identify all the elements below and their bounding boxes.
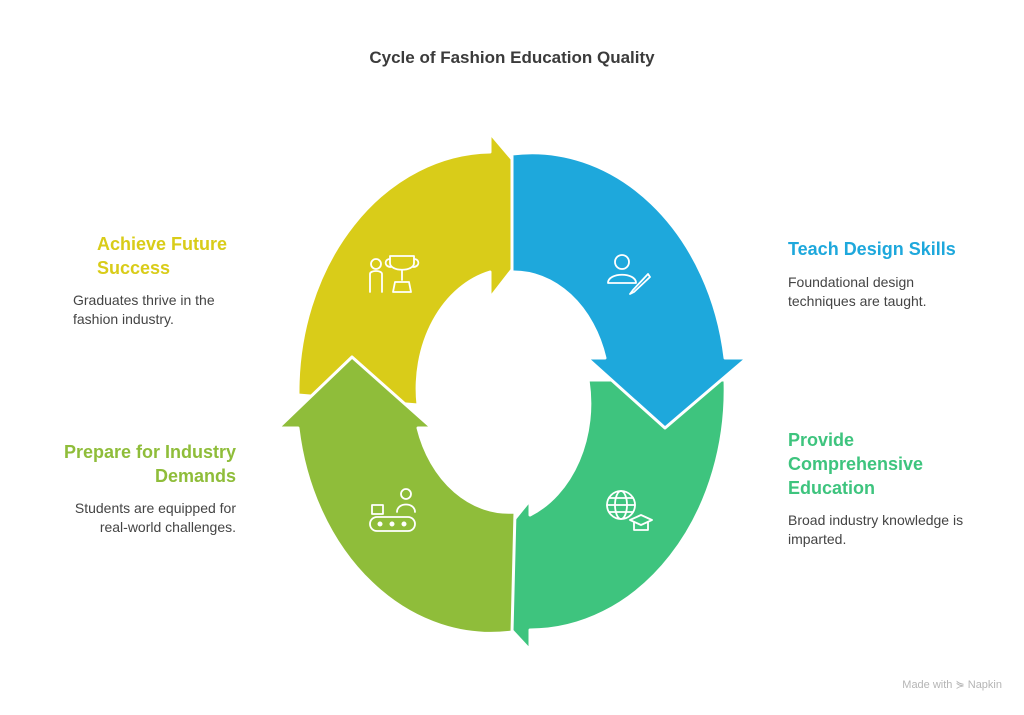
desc-line: Graduates thrive in the [73,292,215,308]
globe-graduation-cap-icon [606,490,653,531]
desc-line: Students are equipped for [74,500,236,516]
label-line: Demands [154,466,236,486]
person-trophy-icon [369,255,420,293]
label-achieve-success: Achieve Future Success [97,232,227,280]
desc-line: techniques are taught. [788,293,927,309]
label-prepare-industry: Prepare for Industry Demands [20,440,236,488]
desc-line: real-world challenges. [99,519,236,535]
label-line: Comprehensive [788,454,924,474]
desc-achieve-success: Graduates thrive in the fashion industry… [73,291,215,329]
desc-line: imparted. [788,531,847,547]
arrow-achieve-success [296,131,559,407]
arrow-teach-skills [510,151,749,430]
desc-teach-design-skills: Foundational design techniques are taugh… [788,273,927,311]
label-teach-design-skills: Teach Design Skills [788,237,956,261]
conveyor-worker-icon [369,488,416,532]
desc-provide-education: Broad industry knowledge is imparted. [788,511,963,549]
arrow-provide-education [463,378,727,652]
designer-pencil-icon [607,254,651,295]
label-line: Prepare for Industry [63,442,236,462]
label-line: Education [788,478,876,498]
desc-prepare-industry: Students are equipped for real-world cha… [20,499,236,537]
label-provide-education: Provide Comprehensive Education [788,428,923,500]
diagram-title: Cycle of Fashion Education Quality [369,48,655,67]
desc-line: Foundational design [788,274,915,290]
label-line: Teach Design Skills [788,239,956,259]
made-with-credit: Made with ⋟ Napkin [902,679,1002,691]
label-line: Achieve Future [97,234,228,254]
desc-line: fashion industry. [73,311,174,327]
arrow-prepare-industry [276,355,517,635]
desc-line: Broad industry knowledge is [788,512,964,528]
label-line: Provide [788,430,855,450]
label-line: Success [97,258,171,278]
